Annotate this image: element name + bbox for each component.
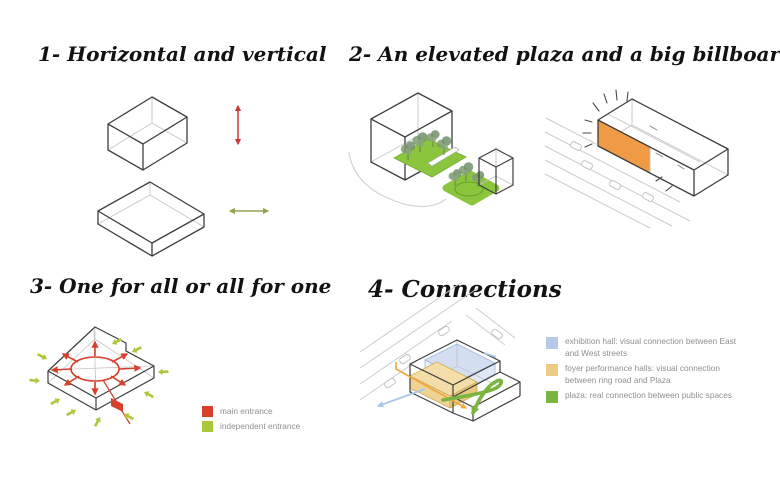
flat-slab-box xyxy=(97,181,205,257)
tall-box xyxy=(107,96,188,171)
exhibition-hall-swatch xyxy=(546,337,558,349)
independent-entrance-label: independent entrance xyxy=(220,421,301,431)
panel4-title: 4- Connections xyxy=(368,276,562,303)
independent-entrance-swatch xyxy=(202,421,213,432)
entrance-slab xyxy=(47,326,155,411)
main-entrance-arrows xyxy=(50,340,142,396)
ramp xyxy=(427,146,460,167)
diagram-connections xyxy=(359,281,521,422)
panel2-title: 2- An elevated plaza and a big billboard xyxy=(349,42,780,66)
legend-item-main-entrance: main entrance xyxy=(202,406,300,417)
foyer-label: foyer performance halls: visual connecti… xyxy=(565,363,720,385)
car-icon xyxy=(398,352,412,366)
car-icon xyxy=(569,140,583,152)
plaza-label: plaza: real connection between public sp… xyxy=(565,390,732,400)
plaza-circle xyxy=(454,181,484,197)
legend-item-independent-entrance: independent entrance xyxy=(202,421,300,432)
annex-cube xyxy=(478,148,514,195)
car-icon xyxy=(437,324,451,338)
main-entrance-label: main entrance xyxy=(220,406,273,416)
legend-item-plaza: plaza: real connection between public sp… xyxy=(546,390,751,403)
foyer-arrow xyxy=(395,362,468,409)
ring-road-lines xyxy=(359,281,516,401)
main-entrance-marker xyxy=(111,398,123,412)
exhibition-dash xyxy=(483,352,497,358)
connections-legend: exhibition hall: visual connection betwe… xyxy=(546,336,751,403)
panel3-title: 3- One for all or all for one xyxy=(30,274,332,298)
roof-ticks xyxy=(649,125,685,170)
diagram-horizontal-vertical xyxy=(97,96,270,257)
legend-item-exhibition-hall: exhibition hall: visual connection betwe… xyxy=(546,336,751,359)
plaza-arrow xyxy=(441,378,504,416)
car-icon xyxy=(608,179,622,191)
foyer-swatch xyxy=(546,364,558,376)
car-icon xyxy=(383,376,397,390)
ground-contour xyxy=(348,151,447,207)
legend-item-foyer: foyer performance halls: visual connecti… xyxy=(546,363,751,386)
diagram-entrances xyxy=(29,326,169,428)
car-icon xyxy=(580,159,594,171)
exhibition-hall-label: exhibition hall: visual connection betwe… xyxy=(565,336,737,358)
car-icon xyxy=(641,191,655,203)
car-icon xyxy=(490,327,504,341)
panel1-title: 1- Horizontal and vertical xyxy=(38,42,327,66)
diagram-elevated-plaza xyxy=(348,92,514,207)
ray-lines xyxy=(582,89,673,192)
connections-box xyxy=(409,339,521,422)
entrance-legend: main entrance independent entrance xyxy=(202,406,300,432)
main-entrance-swatch xyxy=(202,406,213,417)
billboard-building xyxy=(597,98,729,197)
exhibition-arrow xyxy=(376,388,426,408)
plaza-swatch xyxy=(546,391,558,403)
diagram-billboard xyxy=(544,89,729,229)
